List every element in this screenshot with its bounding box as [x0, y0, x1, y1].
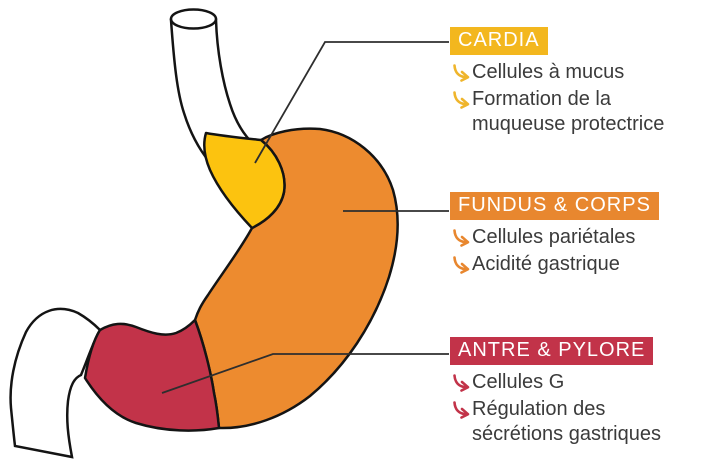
bullet-text: Cellules pariétales	[472, 226, 636, 248]
curved-arrow-icon	[453, 374, 470, 392]
section-antre-pylore: ANTRE & PYLORE Cellules G Régulation des…	[450, 337, 712, 449]
antre-pylore-region	[83, 318, 221, 432]
bullet-item: Cellules pariétales	[450, 225, 712, 250]
duodenum	[9, 307, 102, 459]
bullet-text: Cellules G	[472, 371, 565, 393]
cardia-label: CARDIA	[450, 27, 548, 55]
curved-arrow-icon	[453, 229, 470, 247]
bullet-item: Cellules à mucus	[450, 60, 712, 85]
bullet-text: Régulation des sécrétions gastriques	[472, 398, 661, 445]
bullet-item: Acidité gastrique	[450, 252, 712, 277]
callout-line-antre	[161, 353, 449, 394]
callout-line-cardia	[254, 41, 449, 164]
cardia-bullets: Cellules à mucus Formation de la muqueus…	[450, 60, 712, 137]
curved-arrow-icon	[453, 64, 470, 82]
antre-bullets: Cellules G Régulation des sécrétions gas…	[450, 370, 712, 447]
bullet-item: Formation de la muqueuse protectrice	[450, 87, 712, 137]
bullet-text: Acidité gastrique	[472, 253, 620, 275]
fundus-bullets: Cellules pariétales Acidité gastrique	[450, 225, 712, 277]
section-fundus-corps: FUNDUS & CORPS Cellules pariétales Acidi…	[450, 192, 712, 279]
curved-arrow-icon	[453, 91, 470, 109]
section-cardia: CARDIA Cellules à mucus Formation de la …	[450, 27, 712, 139]
cardia-region	[203, 131, 286, 230]
bullet-text: Formation de la muqueuse protectrice	[472, 88, 665, 135]
fundus-corps-label: FUNDUS & CORPS	[450, 192, 659, 220]
esophagus-opening	[169, 8, 218, 30]
curved-arrow-icon	[453, 401, 470, 419]
curved-arrow-icon	[453, 256, 470, 274]
bullet-item: Régulation des sécrétions gastriques	[450, 397, 712, 447]
bullet-item: Cellules G	[450, 370, 712, 395]
antre-pylore-label: ANTRE & PYLORE	[450, 337, 654, 365]
bullet-text: Cellules à mucus	[472, 61, 625, 83]
